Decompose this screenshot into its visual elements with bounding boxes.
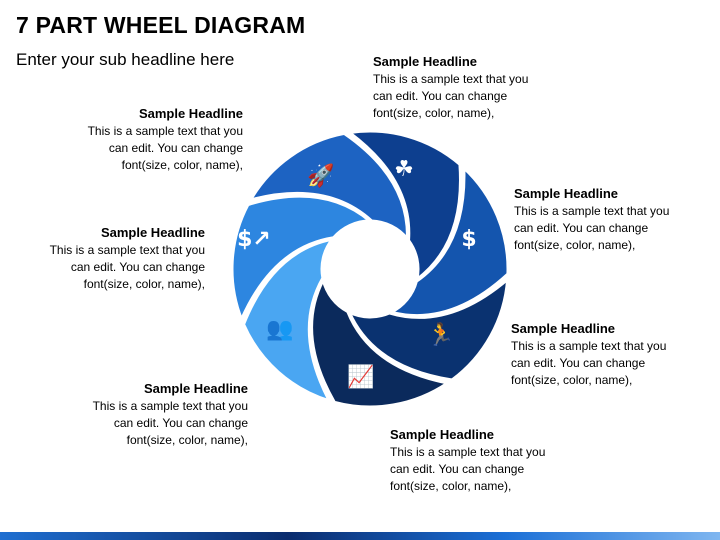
callout-headline: Sample Headline xyxy=(138,106,243,121)
callout-text: can edit. You can change xyxy=(70,260,205,274)
wheel-segment xyxy=(241,236,337,404)
callout-text: can edit. You can change xyxy=(108,141,243,155)
callout-left-top: Sample Headline This is a sample text th… xyxy=(63,104,243,174)
wheel-segment xyxy=(386,164,510,318)
callout-text: This is a sample text that you xyxy=(87,124,243,138)
callout-text: font(size, color, name), xyxy=(514,238,636,252)
rocket-icon: 🚀 xyxy=(307,163,334,189)
callout-left-middle: Sample Headline This is a sample text th… xyxy=(25,223,205,293)
callout-text: font(size, color, name), xyxy=(511,373,633,387)
svg-text:📈: 📈 xyxy=(347,364,374,390)
callout-text: This is a sample text that you xyxy=(390,445,546,459)
callout-headline: Sample Headline xyxy=(390,427,495,442)
team-puzzle-icon: 👥 xyxy=(266,317,293,342)
callout-text: font(size, color, name), xyxy=(390,479,512,493)
businessman-money-icon: $ xyxy=(461,227,476,252)
callout-text: This is a sample text that you xyxy=(92,399,248,413)
callout-headline: Sample Headline xyxy=(373,54,478,69)
page-title: 7 PART WHEEL DIAGRAM xyxy=(16,12,306,38)
callout-headline: Sample Headline xyxy=(514,186,619,201)
callout-text: can edit. You can change xyxy=(373,89,508,103)
callout-headline: Sample Headline xyxy=(511,321,616,336)
plant-building-icon: ☘ xyxy=(394,157,414,182)
wheel-segment xyxy=(310,275,452,409)
growth-dollar-icon: $↗ xyxy=(237,227,271,252)
wheel-segment xyxy=(346,275,510,382)
callout-text: This is a sample text that you xyxy=(49,243,205,257)
wheel-segment xyxy=(345,129,462,284)
svg-text:🚀: 🚀 xyxy=(307,163,334,189)
callout-right-lower: Sample Headline This is a sample text th… xyxy=(511,319,691,389)
svg-text:👥: 👥 xyxy=(266,317,293,342)
hurdle-runner-icon: 🏃 xyxy=(427,322,454,348)
callout-text: can edit. You can change xyxy=(514,221,649,235)
presentation-icon: 📈 xyxy=(347,364,374,390)
callout-bottom: Sample Headline This is a sample text th… xyxy=(390,425,570,495)
wheel-segment xyxy=(247,131,409,244)
wheel-segment xyxy=(230,194,374,324)
callout-text: This is a sample text that you xyxy=(511,339,667,353)
callout-text: can edit. You can change xyxy=(390,462,525,476)
callout-text: This is a sample text that you xyxy=(514,204,670,218)
callout-right-upper: Sample Headline This is a sample text th… xyxy=(514,184,694,254)
callout-headline: Sample Headline xyxy=(100,225,205,240)
callout-headline: Sample Headline xyxy=(143,381,248,396)
callout-text: font(size, color, name), xyxy=(121,158,243,172)
callout-text: can edit. You can change xyxy=(511,356,646,370)
callout-text: font(size, color, name), xyxy=(373,106,495,120)
svg-text:$↗: $↗ xyxy=(237,227,271,252)
callout-text: can edit. You can change xyxy=(113,416,248,430)
svg-text:$: $ xyxy=(461,227,476,252)
svg-text:🏃: 🏃 xyxy=(427,322,454,348)
svg-text:☘: ☘ xyxy=(394,157,414,182)
bottom-accent-bar xyxy=(0,532,720,540)
page-subtitle: Enter your sub headline here xyxy=(16,50,235,69)
callout-text: This is a sample text that you xyxy=(373,72,529,86)
callout-top: Sample Headline This is a sample text th… xyxy=(373,52,553,122)
callout-left-bottom: Sample Headline This is a sample text th… xyxy=(68,379,248,449)
callout-text: font(size, color, name), xyxy=(126,433,248,447)
callout-text: font(size, color, name), xyxy=(83,277,205,291)
